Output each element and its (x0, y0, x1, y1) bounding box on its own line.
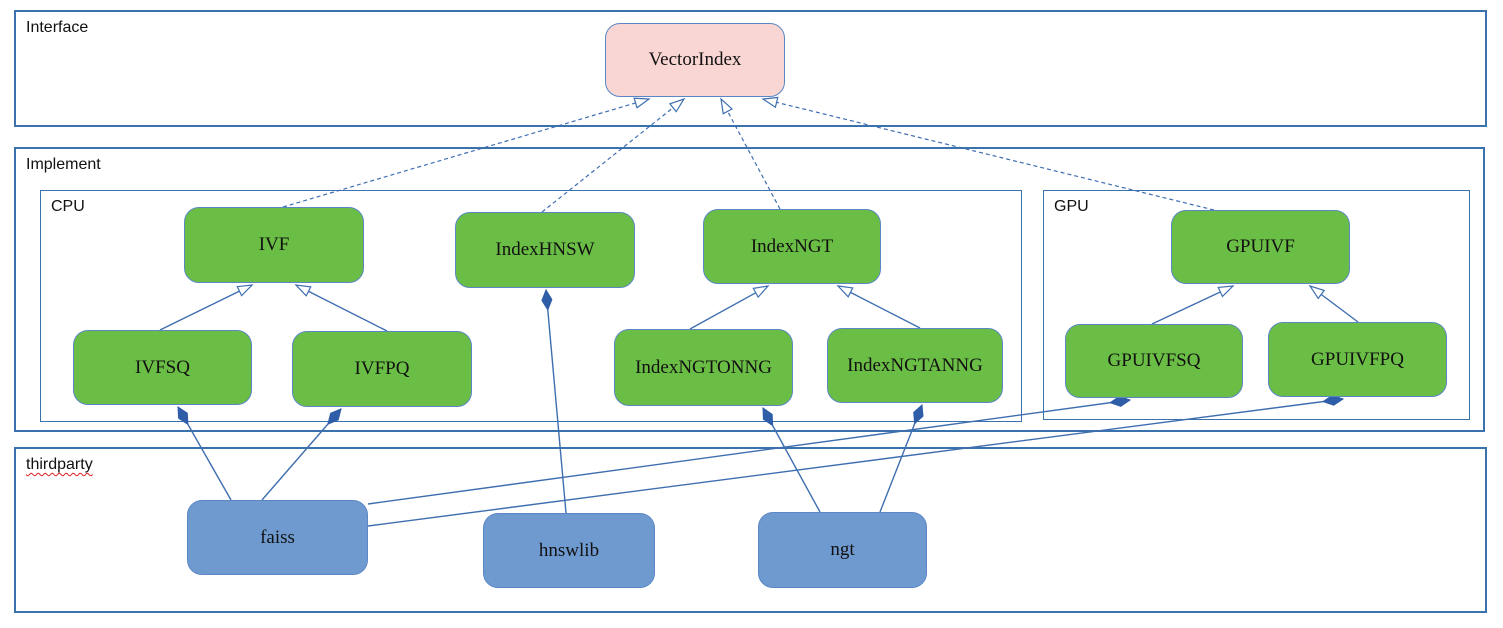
node-faiss[interactable]: faiss (187, 500, 368, 575)
node-indexngtanng-label: IndexNGTANNG (847, 354, 983, 376)
node-faiss-label: faiss (260, 526, 295, 548)
node-indexhnsw-label: IndexHNSW (495, 239, 595, 260)
node-ivf[interactable]: IVF (184, 207, 364, 283)
node-hnswlib[interactable]: hnswlib (483, 513, 655, 588)
gpu-section-label: GPU (1054, 198, 1089, 215)
node-ivfpq[interactable]: IVFPQ (292, 331, 472, 407)
node-vectorindex-label: VectorIndex (648, 49, 742, 70)
node-hnswlib-label: hnswlib (538, 539, 600, 561)
implement-section-label: Implement (26, 156, 101, 173)
node-ngt[interactable]: ngt (758, 512, 927, 588)
node-indexngt-label: IndexNGT (750, 235, 834, 257)
node-ivfsq-label: IVFSQ (135, 356, 190, 378)
node-ivf-label: IVF (258, 234, 290, 255)
node-ivfpq-label: IVFPQ (354, 358, 410, 379)
thirdparty-section-label: thirdparty (26, 456, 93, 473)
interface-section-label: Interface (26, 19, 89, 36)
node-indexngt[interactable]: IndexNGT (703, 209, 881, 284)
node-indexngtonng-label: IndexNGTONNG (635, 356, 772, 378)
node-vectorindex[interactable]: VectorIndex (605, 23, 785, 97)
node-gpuivfpq[interactable]: GPUIVFPQ (1268, 322, 1447, 397)
node-ngt-label: ngt (830, 539, 855, 560)
node-gpuivfsq[interactable]: GPUIVFSQ (1065, 324, 1243, 398)
node-indexngtonng[interactable]: IndexNGTONNG (614, 329, 793, 406)
node-ivfsq[interactable]: IVFSQ (73, 330, 252, 405)
cpu-section-label: CPU (51, 198, 85, 215)
node-gpuivfpq-label: GPUIVFPQ (1311, 348, 1404, 370)
node-gpuivf-label: GPUIVF (1226, 236, 1295, 257)
node-indexhnsw[interactable]: IndexHNSW (455, 212, 635, 288)
node-gpuivfsq-label: GPUIVFSQ (1107, 350, 1201, 371)
node-indexngtanng[interactable]: IndexNGTANNG (827, 328, 1003, 403)
node-gpuivf[interactable]: GPUIVF (1171, 210, 1350, 284)
